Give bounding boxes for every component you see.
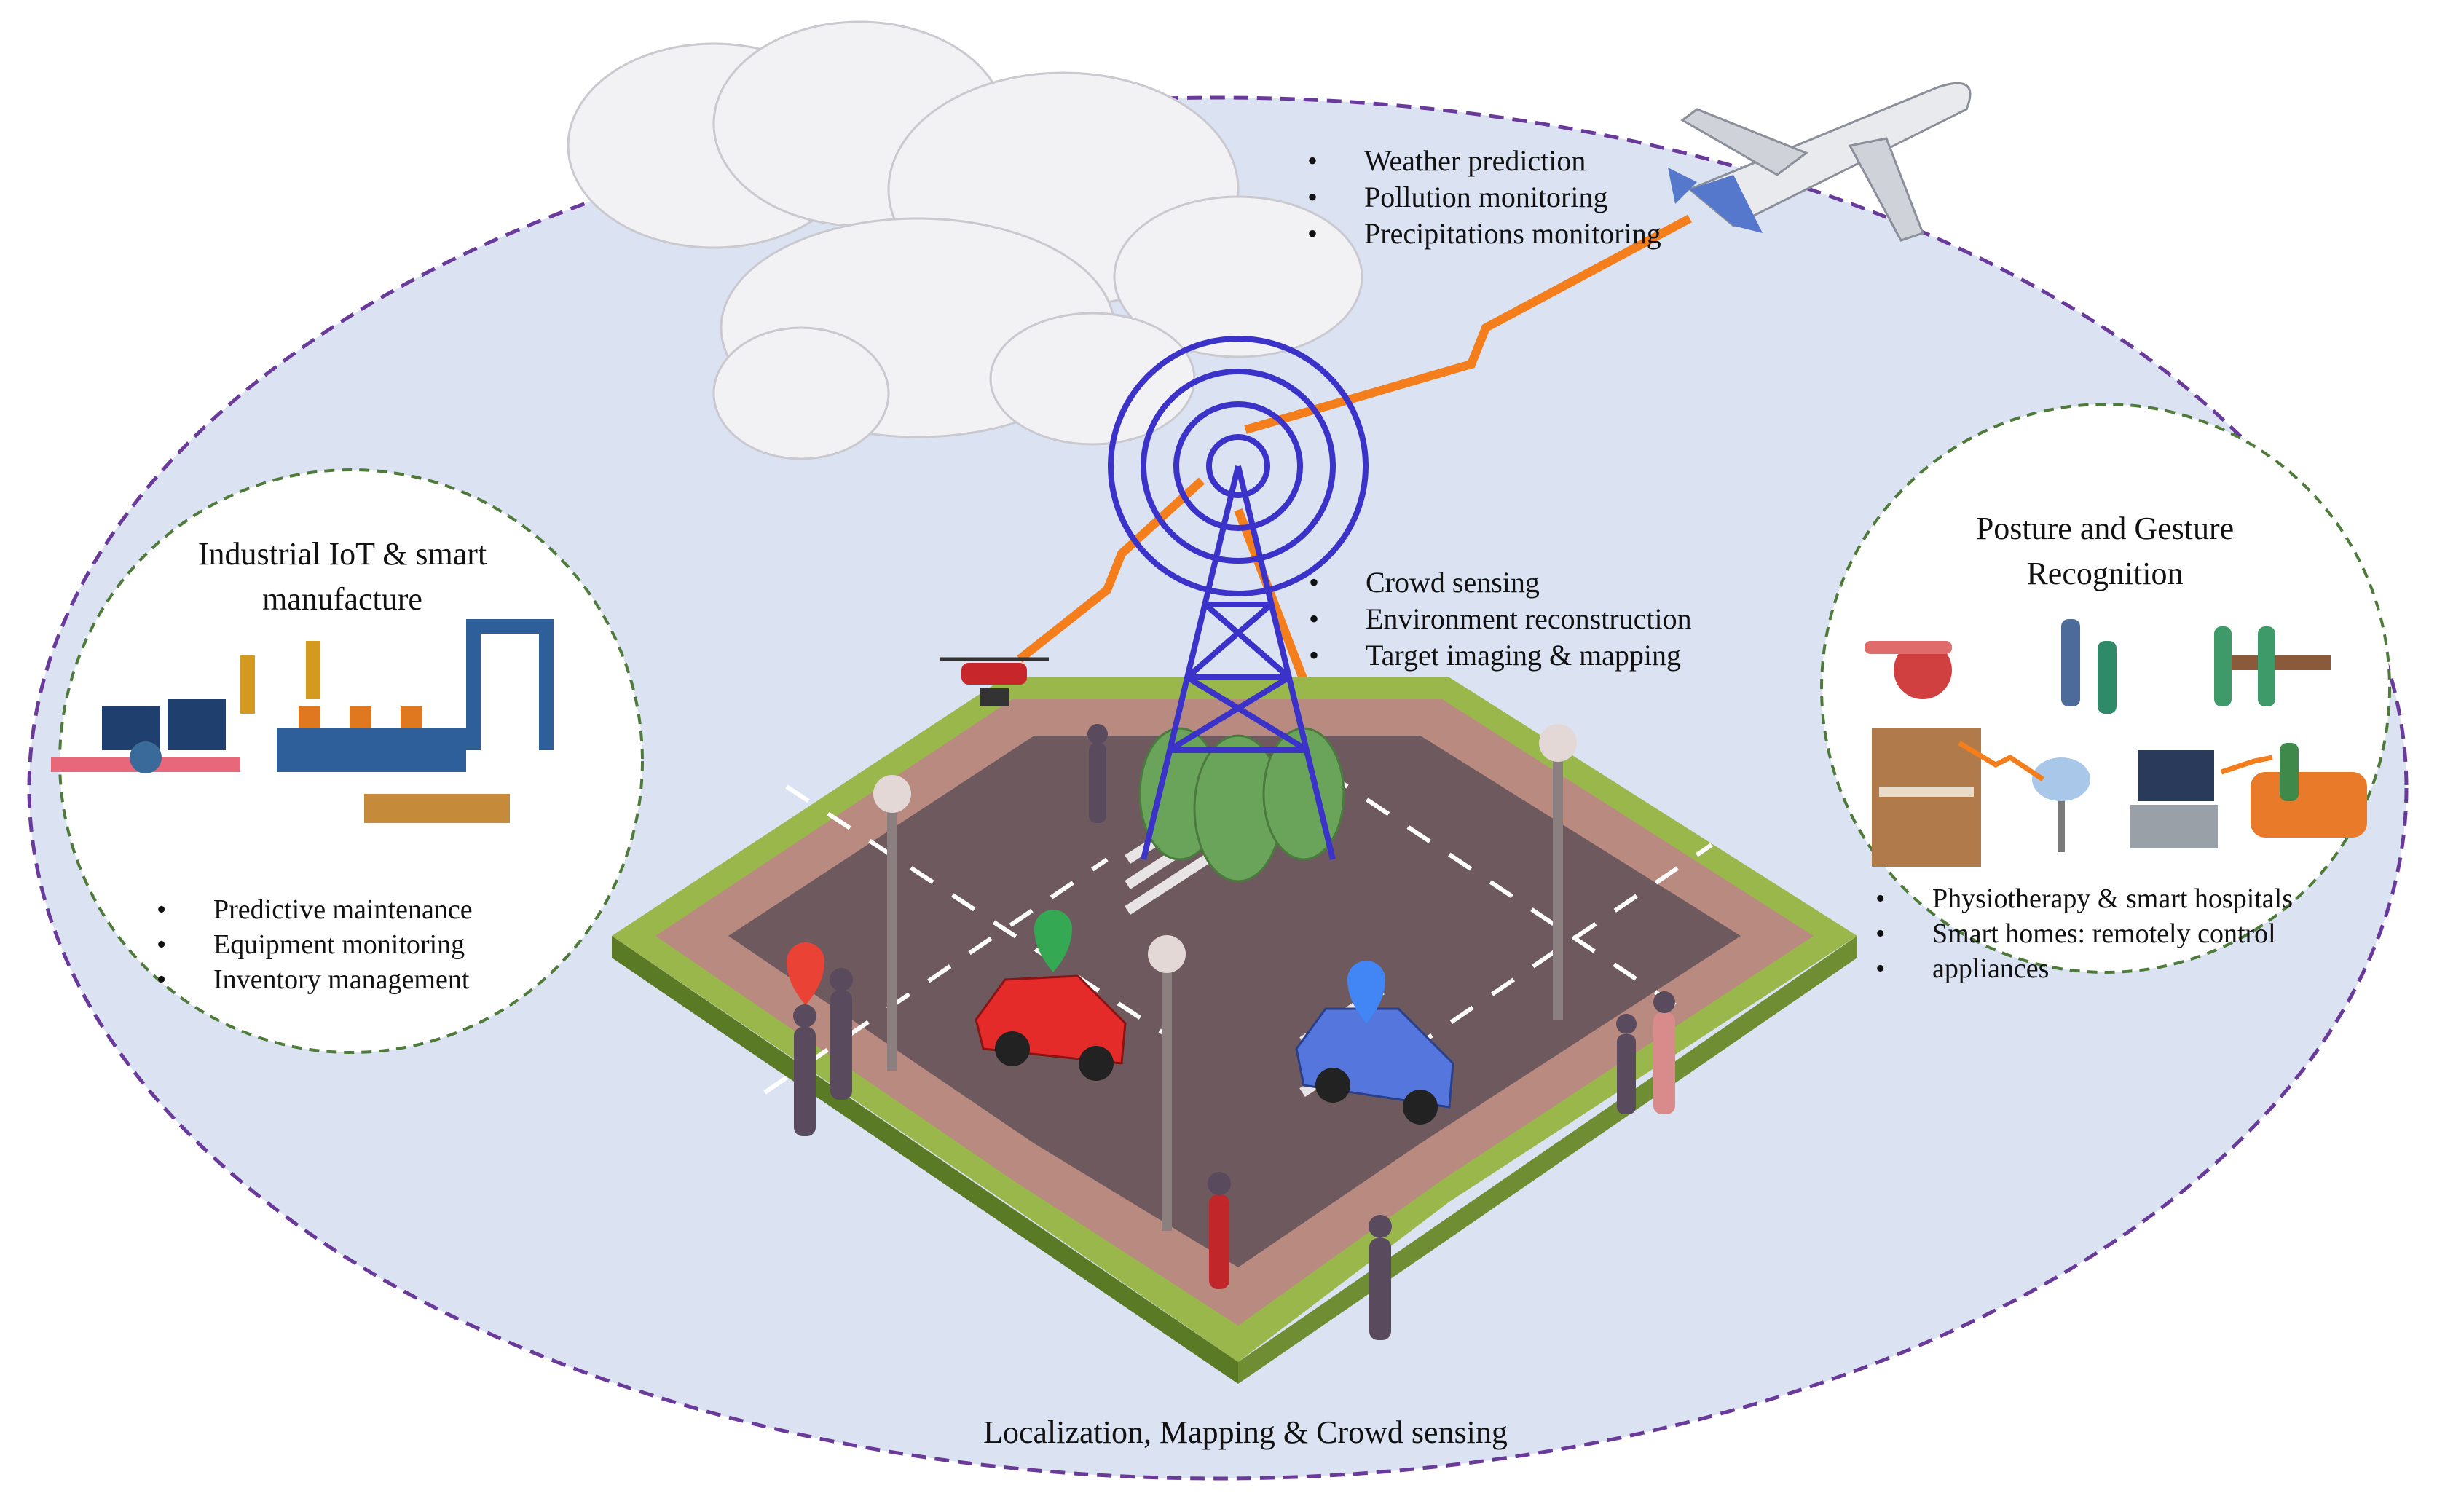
list-item: Predictive maintenance (157, 892, 473, 927)
posture-title-line1: Posture and Gesture (1975, 511, 2235, 546)
list-item: Crowd sensing (1309, 564, 1692, 601)
industrial-title-line1: Industrial IoT & smart (197, 536, 487, 572)
posture-title: Posture and Gesture Recognition (1865, 506, 2345, 596)
list-item: Target imaging & mapping (1309, 637, 1692, 674)
posture-list: Physiotherapy & smart hospitals Smart ho… (1875, 881, 2293, 986)
crowd-sensing-list: Crowd sensing Environment reconstruction… (1309, 564, 1692, 674)
list-item: Pollution monitoring (1307, 179, 1661, 216)
list-item: Smart homes: remotely control (1875, 916, 2293, 951)
red-car-icon (975, 974, 1127, 1081)
cloud-icon (567, 20, 1363, 460)
signal-bolt-icon (1958, 740, 2273, 781)
city-intersection (612, 677, 1857, 1384)
healthcare-illustration (1865, 619, 2367, 867)
tree-icon (1138, 727, 1345, 883)
drone-icon (940, 657, 1049, 706)
posture-title-line2: Recognition (2026, 556, 2184, 591)
pedestrian-icon (793, 724, 1675, 1340)
factory-illustration (51, 619, 554, 823)
list-item-continuation: appliances (1875, 951, 2293, 986)
industrial-list: Predictive maintenance Equipment monitor… (157, 892, 473, 997)
airplane-icon (1668, 82, 1972, 242)
list-item: Precipitations monitoring (1307, 216, 1661, 252)
industrial-title: Industrial IoT & smart manufacture (102, 532, 583, 622)
list-item: Weather prediction (1307, 143, 1661, 179)
cell-tower-icon (1108, 336, 1369, 860)
bottom-caption: Localization, Mapping & Crowd sensing (983, 1414, 1508, 1450)
list-item: Physiotherapy & smart hospitals (1875, 881, 2293, 916)
list-item: Equipment monitoring (157, 927, 473, 962)
street-lamp-icon (873, 724, 1577, 1231)
weather-list: Weather prediction Pollution monitoring … (1307, 143, 1661, 252)
list-item: Environment reconstruction (1309, 601, 1692, 637)
industrial-title-line2: manufacture (262, 581, 422, 617)
list-item: Inventory management (157, 962, 473, 997)
blue-car-icon (1295, 1007, 1454, 1125)
map-pin-icon (787, 910, 1385, 1023)
